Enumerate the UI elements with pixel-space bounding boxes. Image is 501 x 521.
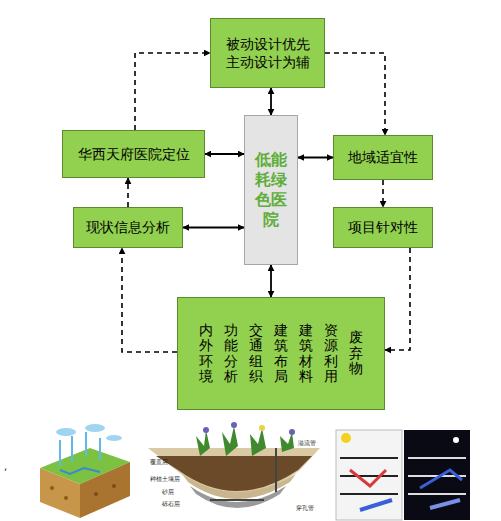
double-arrow: [298, 157, 333, 159]
node-text: 交通组织: [249, 323, 263, 385]
bioswale-section: [148, 422, 320, 508]
part-label: 砾石层: [162, 501, 180, 507]
process-box: 现状信息分析: [73, 207, 183, 248]
node-text: 废弃物: [349, 330, 363, 376]
part-label: 种植土壤层: [150, 476, 180, 482]
node-text: 内外环境: [199, 323, 213, 385]
dashed-arrow: [127, 178, 129, 207]
dashed-arrow: [135, 53, 210, 130]
core-box: 低能耗绿色医院: [244, 115, 298, 265]
node-text: 被动设计优先 主动设计为辅: [223, 35, 311, 71]
process-box: 项目针对性: [333, 207, 433, 248]
double-arrow: [183, 227, 244, 229]
dashed-arrow: [122, 248, 177, 352]
node-text: 现状信息分析: [86, 218, 170, 236]
node-text: 建筑布局: [274, 323, 288, 385]
node-text: 项目针对性: [348, 218, 418, 236]
dashed-arrow: [385, 248, 410, 350]
factor-box: 内外环境功能分析交通组织建筑布局建筑材料资源利用废弃物: [177, 297, 385, 410]
part-label: 溢流管: [298, 440, 316, 446]
dashed-arrow: [382, 180, 384, 207]
node-text: 低能耗绿色医院: [255, 150, 287, 230]
process-box: 华西天府医院定位: [62, 130, 205, 178]
part-label: 覆盖层: [150, 459, 168, 465]
soil-block: [40, 424, 130, 518]
process-box: 被动设计优先 主动设计为辅: [210, 18, 325, 88]
process-box: 地域适宜性: [333, 135, 433, 180]
node-text: 华西天府医院定位: [78, 145, 190, 163]
double-arrow: [270, 88, 272, 115]
part-label: ,: [4, 462, 7, 472]
part-label: 砂层: [162, 489, 174, 495]
node-text: 地域适宜性: [348, 148, 418, 166]
node-text: 资源利用: [324, 323, 338, 385]
part-label: 穿孔管: [296, 505, 314, 511]
double-arrow: [205, 153, 244, 155]
dashed-arrow: [325, 53, 385, 135]
section-diagram: [336, 430, 470, 520]
double-arrow: [270, 265, 272, 297]
node-text: 建筑材料: [299, 323, 313, 385]
node-text: 功能分析: [224, 323, 238, 385]
